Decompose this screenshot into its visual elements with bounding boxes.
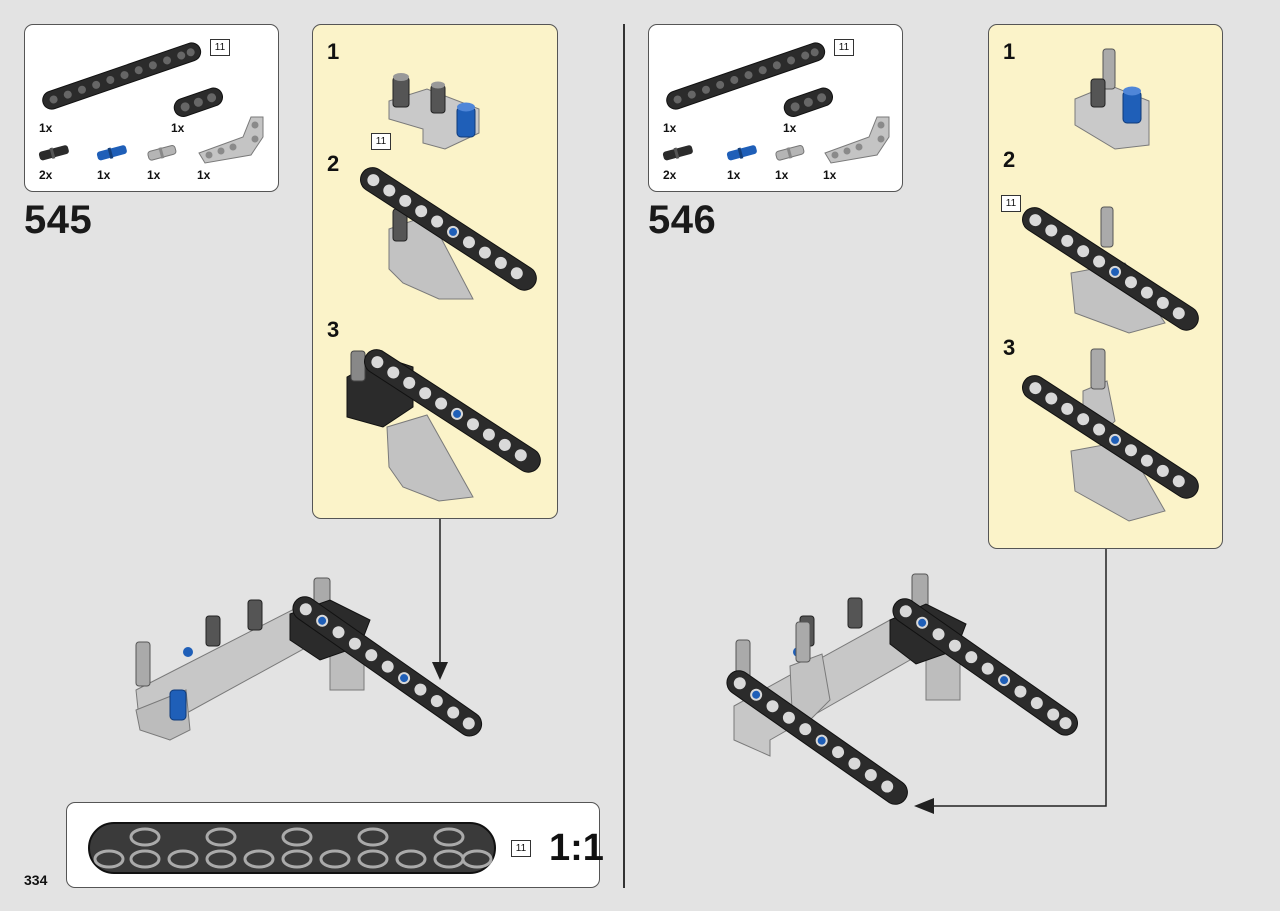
axle-pin-black-icon	[38, 145, 69, 161]
substep-number: 2	[327, 151, 340, 176]
part-qty: 1x	[171, 121, 185, 135]
part-qty: 1x	[39, 121, 53, 135]
page-divider	[623, 24, 625, 888]
model-546-illustration	[726, 573, 1079, 805]
part-qty: 1x	[727, 168, 741, 182]
substep-3-illustration	[346, 349, 541, 502]
step-number: 545	[24, 198, 93, 242]
axle-pin-blue-icon	[726, 145, 757, 161]
pin-gray-icon	[775, 144, 805, 161]
beam-11-scale-icon	[88, 822, 496, 874]
length-indicator: 11	[1001, 195, 1021, 212]
part-qty: 1x	[775, 168, 789, 182]
substep-2-illustration	[1022, 206, 1199, 334]
substep-panel-546: 1 2 11 3	[988, 24, 1223, 549]
axle-pin-blue-icon	[96, 145, 127, 161]
substep-1-illustration	[1074, 48, 1150, 150]
substep-2-illustration	[360, 167, 537, 300]
angled-beam-gray-icon	[198, 116, 264, 164]
part-qty: 1x	[823, 168, 837, 182]
substep-number: 3	[327, 317, 340, 342]
part-qty: 2x	[39, 168, 53, 182]
part-qty: 1x	[97, 168, 111, 182]
substep-1-illustration	[388, 73, 480, 150]
part-qty: 1x	[147, 168, 161, 182]
length-indicator: 11	[511, 840, 531, 857]
substep-number: 1	[1003, 39, 1016, 64]
parts-list-545: 11 1x 1x 2x 1x 1x 1x	[24, 24, 279, 192]
part-qty: 1x	[197, 168, 211, 182]
parts-list-546: 11 1x 1x 2x 1x 1x 1x	[648, 24, 903, 192]
step-number: 546	[648, 198, 717, 242]
substep-3-illustration	[1022, 348, 1199, 522]
substep-number: 3	[1003, 335, 1016, 360]
pin-gray-icon	[147, 144, 177, 161]
part-qty: 2x	[663, 168, 677, 182]
length-indicator: 11	[371, 133, 391, 150]
axle-pin-black-icon	[662, 145, 693, 161]
page-number: 334	[24, 872, 48, 888]
beam-3-icon	[783, 87, 834, 117]
length-indicator: 11	[210, 39, 230, 56]
substep-panel-545: 1 2 11 3	[312, 24, 558, 519]
scale-ratio: 1:1	[549, 827, 604, 869]
beam-3-icon	[173, 87, 224, 117]
length-indicator: 11	[834, 39, 854, 56]
part-qty: 1x	[783, 121, 797, 135]
beam-11-icon	[666, 42, 826, 110]
model-545-illustration	[135, 577, 483, 741]
substep-number: 2	[1003, 147, 1016, 172]
scale-box: 11 1:1	[66, 802, 604, 888]
substep-number: 1	[327, 39, 340, 64]
beam-11-icon	[42, 42, 202, 110]
part-qty: 1x	[663, 121, 677, 135]
angled-beam-gray-icon	[824, 116, 890, 164]
